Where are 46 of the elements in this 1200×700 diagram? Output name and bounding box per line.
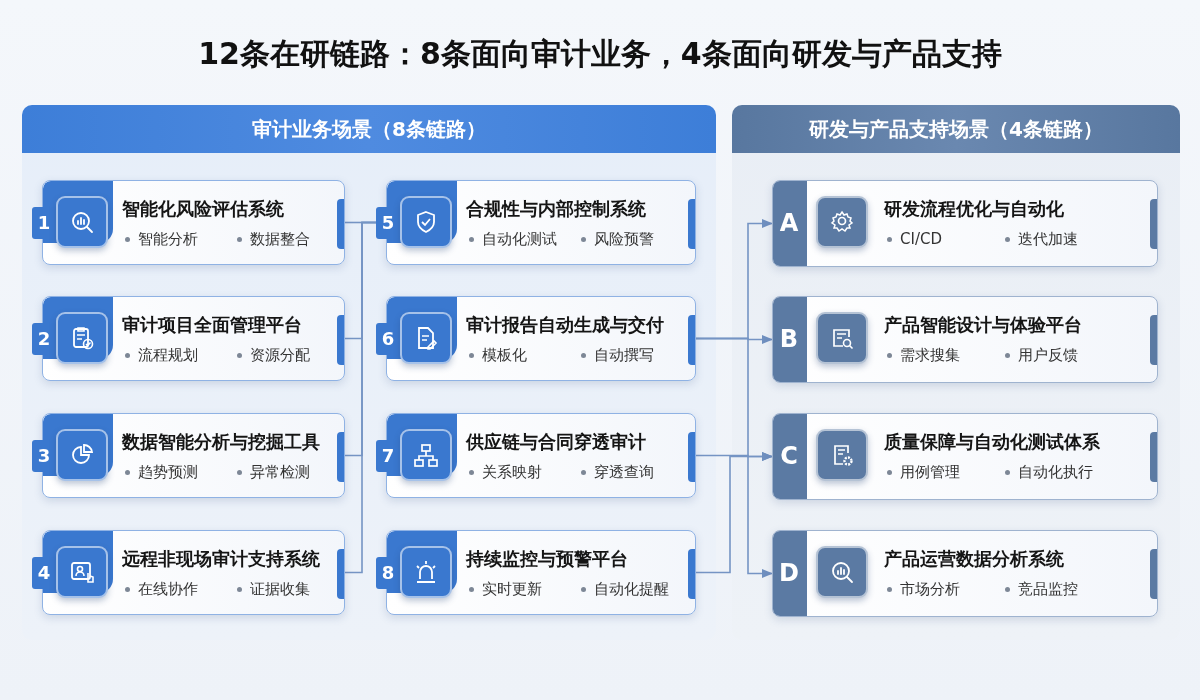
card-title: 智能化风险评估系统 [122, 197, 284, 221]
bullet-item: 穿透查询 [581, 463, 654, 482]
section-header: 研发与产品支持场景（4条链路） [732, 105, 1180, 153]
bullet-item: 风险预警 [581, 230, 654, 249]
card-title: 合规性与内部控制系统 [466, 197, 646, 221]
bullet-item: 模板化 [469, 346, 527, 365]
bullet-item: 趋势预测 [125, 463, 198, 482]
bullet-item: 关系映射 [469, 463, 542, 482]
bullet-item: 智能分析 [125, 230, 198, 249]
bullet-item: CI/CD [887, 230, 942, 248]
card-title: 产品运营数据分析系统 [884, 547, 1064, 571]
connector-line [344, 221, 377, 574]
bullet-item: 自动化提醒 [581, 580, 669, 599]
card-title: 研发流程优化与自动化 [884, 197, 1064, 221]
bullet-item: 证据收集 [237, 580, 310, 599]
card-title: 持续监控与预警平台 [466, 547, 628, 571]
bullet-item: 数据整合 [237, 230, 310, 249]
title: 12条在研链路：8条面向审计业务，4条面向研发与产品支持 [197, 35, 1003, 73]
card-title: 远程非现场审计支持系统 [122, 547, 320, 571]
bullet-item: 实时更新 [469, 580, 542, 599]
bullet-item: 异常检测 [237, 463, 310, 482]
bullet-item: 需求搜集 [887, 346, 960, 365]
arrow [695, 452, 774, 574]
bullet-item: 迭代加速 [1005, 230, 1078, 249]
card-letter: D [778, 558, 800, 588]
bullet-item: 用户反馈 [1005, 346, 1078, 365]
bullet-item: 资源分配 [237, 346, 310, 365]
card-title: 审计项目全面管理平台 [122, 313, 302, 337]
card-letter: A [778, 208, 800, 238]
bullet-item: 自动撰写 [581, 346, 654, 365]
card-letter: C [779, 441, 799, 471]
bullet-item: 自动化测试 [469, 230, 557, 249]
section-header: 审计业务场景（8条链路） [22, 105, 716, 153]
card-title: 产品智能设计与体验平台 [884, 313, 1082, 337]
card-title: 质量保障与自动化测试体系 [884, 430, 1100, 454]
bullet-item: 在线协作 [125, 580, 198, 599]
bullet-item: 流程规划 [125, 346, 198, 365]
arrow [695, 337, 774, 578]
card-title: 供应链与合同穿透审计 [466, 430, 646, 454]
card-title: 审计报告自动生成与交付 [466, 313, 664, 337]
bullet-item: 用例管理 [887, 463, 960, 482]
bullet-item: 竞品监控 [1005, 580, 1078, 599]
bullet-item: 市场分析 [887, 580, 960, 599]
bullet-item: 自动化执行 [1005, 463, 1093, 482]
card-letter: B [778, 324, 800, 354]
card-title: 数据智能分析与挖掘工具 [122, 430, 320, 454]
